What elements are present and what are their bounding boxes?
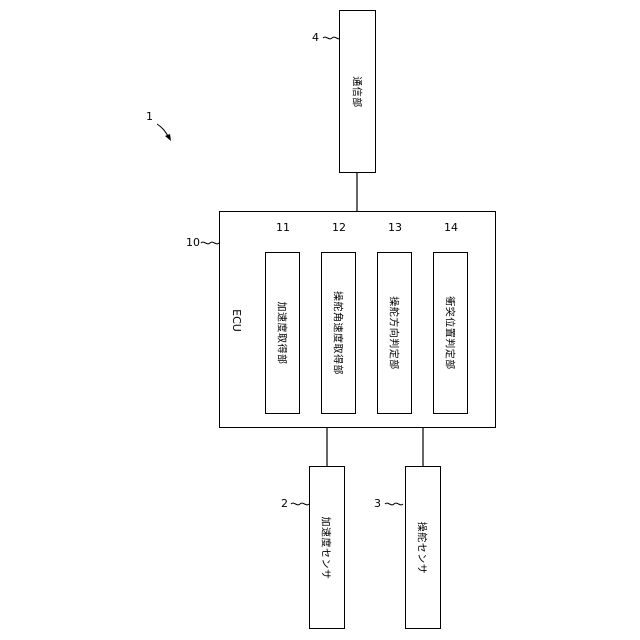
comm-unit-box: 通信部: [339, 10, 376, 173]
unit-acceleration-acquisition-label: 加速度取得部: [275, 302, 290, 365]
unit-steering-direction: 操舵方向判定部: [377, 252, 412, 414]
unit-acceleration-acquisition: 加速度取得部: [265, 252, 300, 414]
unit-collision-position-label: 衝突位置判定部: [443, 296, 458, 370]
acceleration-sensor-label: 加速度センサ: [320, 516, 335, 579]
unit-steering-direction-ref: 13: [388, 221, 402, 234]
unit-steering-angular-velocity-label: 操舵角速度取得部: [331, 291, 346, 375]
unit-steering-direction-label: 操舵方向判定部: [387, 296, 402, 370]
leader-accel-sensor: [291, 503, 309, 505]
steering-sensor-box: 操舵センサ: [405, 466, 441, 629]
steering-sensor-ref: 3: [374, 497, 381, 510]
unit-collision-position-ref: 14: [444, 221, 458, 234]
unit-collision-position: 衝突位置判定部: [433, 252, 468, 414]
comm-unit-ref: 4: [312, 31, 319, 44]
acceleration-sensor-box: 加速度センサ: [309, 466, 345, 629]
comm-unit-label: 通信部: [350, 76, 365, 108]
steering-sensor-label: 操舵センサ: [416, 521, 431, 574]
leader-steer-sensor: [385, 503, 403, 505]
leader-ecu: [201, 242, 219, 244]
unit-acceleration-acquisition-ref: 11: [276, 221, 290, 234]
system-ref-number: 1: [146, 110, 153, 123]
acceleration-sensor-ref: 2: [281, 497, 288, 510]
ecu-label: ECU: [230, 309, 243, 332]
unit-steering-angular-velocity: 操舵角速度取得部: [321, 252, 356, 414]
ecu-ref: 10: [186, 236, 200, 249]
arrowhead-system: [165, 134, 171, 141]
unit-steering-angular-velocity-ref: 12: [332, 221, 346, 234]
